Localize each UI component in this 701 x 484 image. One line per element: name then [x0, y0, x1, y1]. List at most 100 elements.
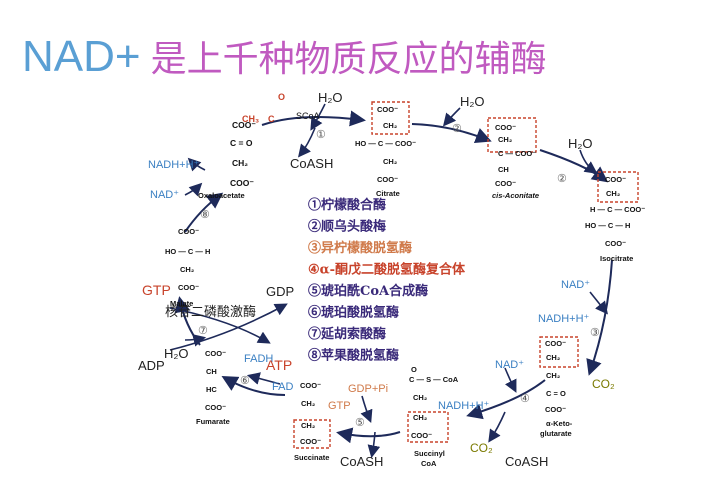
arrow-h2o-3	[579, 149, 598, 174]
cof-nad-3: NAD⁺	[561, 279, 590, 291]
enzyme-item-8: ⑧苹果酸脱氢酶	[308, 348, 399, 364]
arrow-step5	[336, 427, 401, 444]
svg-text:CH₂: CH₂	[546, 353, 560, 362]
citrate-structure: COO⁻ CH₂ HO — C — COO⁻ CH₂ COO⁻ Citrate	[355, 105, 416, 198]
cof-h2o-2: H₂O	[460, 94, 485, 109]
svg-text:CH₂: CH₂	[498, 135, 512, 144]
arrow-step8	[184, 192, 224, 233]
title-prefix: NAD+	[22, 32, 141, 81]
arrow-nadh-8	[187, 157, 206, 172]
svg-text:C = O: C = O	[230, 138, 253, 148]
cof-gdp-5: GDP+Pi	[348, 383, 388, 395]
acetyl-scoa: SCoA	[296, 111, 320, 121]
svg-text:COO⁻: COO⁻	[495, 123, 516, 132]
svg-text:COO⁻: COO⁻	[377, 105, 398, 114]
svg-text:COO⁻: COO⁻	[178, 283, 199, 292]
svg-text:COO⁻: COO⁻	[205, 403, 226, 412]
arrow-h2o-7	[184, 334, 207, 347]
cof-coash-1: CoASH	[290, 156, 333, 171]
svg-text:C — S — CoA: C — S — CoA	[409, 375, 459, 384]
step-number-7: ⑦	[198, 325, 208, 337]
cofactor-labels: H₂O CoASH H₂O H₂O NAD⁺ NADH+H⁺ CO₂ NAD⁺ …	[138, 90, 615, 469]
arrow-step2	[411, 123, 492, 144]
slide-title: NAD+是上千种物质反应的辅酶	[22, 30, 547, 86]
cycle-arrows	[174, 110, 613, 444]
cof-co2-4: CO₂	[470, 441, 493, 455]
box-succinate	[293, 419, 331, 449]
succinate-structure: COO⁻ CH₂ CH₂ COO⁻ Succinate	[294, 381, 329, 462]
arrow-co2-4	[488, 411, 506, 443]
cof-h2o-3: H₂O	[568, 136, 593, 151]
cof-fadh-6: FADH	[244, 353, 273, 365]
label-malate: Malate	[170, 299, 193, 308]
box-akg	[539, 336, 579, 368]
svg-text:COO⁻: COO⁻	[178, 227, 199, 236]
cis-aconitate-structure: COO⁻ CH₂ C — COO⁻ CH COO⁻ cis-Aconitate	[492, 123, 539, 200]
svg-text:CH: CH	[206, 367, 217, 376]
succinyl-coa-structure: O C — S — CoA CH₂ CH₂ COO⁻ Succinyl CoA	[409, 365, 459, 468]
step-number-2b: ②	[557, 173, 567, 185]
svg-text:COO⁻: COO⁻	[495, 179, 516, 188]
svg-text:COO⁻: COO⁻	[300, 437, 321, 446]
cof-nadh-8: NADH+H⁺	[148, 159, 200, 171]
cof-gdp-side: GDP	[266, 284, 294, 299]
arrow-step6	[221, 376, 286, 396]
arrow-fad-6	[246, 372, 281, 385]
oxaloacetate-structure: COO⁻ C = O CH₂ COO⁻ Oxaloacetate	[198, 120, 256, 200]
cof-nadh-4: NADH+H⁺	[438, 400, 490, 412]
arrow-step2b	[539, 149, 609, 183]
cof-gtp-side: GTP	[142, 282, 171, 298]
svg-text:C: C	[268, 114, 275, 124]
cof-nad-4: NAD⁺	[495, 359, 524, 371]
box-isocitrate	[597, 171, 639, 203]
enzyme-item-7: ⑦延胡索酸酶	[308, 326, 386, 342]
label-succinate: Succinate	[294, 453, 329, 462]
svg-text:O: O	[411, 365, 417, 374]
cof-gtp-5: GTP	[328, 400, 351, 412]
enzyme-item-5: ⑤琥珀酰CoA合成酶	[308, 283, 428, 299]
enzyme-item-6: ⑥琥珀酸脱氢酶	[308, 305, 399, 321]
label-succinyl-2: CoA	[421, 459, 437, 468]
svg-text:COO⁻: COO⁻	[300, 381, 321, 390]
svg-text:COO⁻: COO⁻	[545, 405, 566, 414]
svg-text:HC: HC	[206, 385, 217, 394]
arrow-h2o-2	[442, 107, 461, 127]
step-number-6: ⑥	[240, 375, 250, 387]
label-isocitrate: Isocitrate	[600, 254, 633, 263]
alpha-kg-structure: COO⁻ CH₂ CH₂ C = O COO⁻ α-Keto- glutarat…	[540, 339, 573, 438]
step-numbers: ① ② ② ③ ④ ⑤ ⑥ ⑦ ⑧	[198, 123, 600, 429]
svg-text:HO — C — H: HO — C — H	[585, 221, 630, 230]
arrow-nad-4	[504, 367, 517, 393]
step-number-1: ①	[316, 129, 326, 141]
box-succinyl	[407, 411, 449, 443]
svg-text:COO⁻: COO⁻	[411, 431, 432, 440]
box-citrate	[371, 101, 410, 135]
svg-text:COO⁻: COO⁻	[232, 120, 256, 130]
fumarate-structure: COO⁻ CH HC COO⁻ Fumarate	[196, 349, 230, 426]
arrow-step4	[466, 379, 546, 420]
arrow-step1	[261, 110, 366, 127]
svg-text:HO — C — H: HO — C — H	[165, 247, 210, 256]
label-succinyl: Succinyl	[414, 449, 445, 458]
arrow-adp-gdp	[169, 303, 288, 351]
svg-text:COO⁻: COO⁻	[230, 178, 254, 188]
svg-text:CH₂: CH₂	[301, 421, 315, 430]
arrow-coash-5	[367, 431, 381, 459]
svg-text:CH₂: CH₂	[606, 189, 620, 198]
svg-text:CH₂: CH₂	[383, 157, 397, 166]
label-citrate: Citrate	[376, 189, 400, 198]
step-number-2: ②	[452, 123, 462, 135]
step-number-4: ④	[520, 393, 530, 405]
svg-text:C = O: C = O	[546, 389, 566, 398]
svg-text:COO⁻: COO⁻	[545, 339, 566, 348]
label-oxaloacetate: Oxaloacetate	[198, 191, 245, 200]
svg-text:CH₂: CH₂	[232, 158, 248, 168]
label-fumarate: Fumarate	[196, 417, 230, 426]
arrow-gdp-5	[360, 395, 373, 423]
highlight-boxes	[293, 101, 639, 449]
svg-text:CH₂: CH₂	[180, 265, 194, 274]
label-alpha-kg-2: glutarate	[540, 429, 572, 438]
cof-adp-side: ADP	[138, 358, 165, 373]
enzyme-item-3: ③异柠檬酸脱氢酶	[308, 240, 412, 256]
